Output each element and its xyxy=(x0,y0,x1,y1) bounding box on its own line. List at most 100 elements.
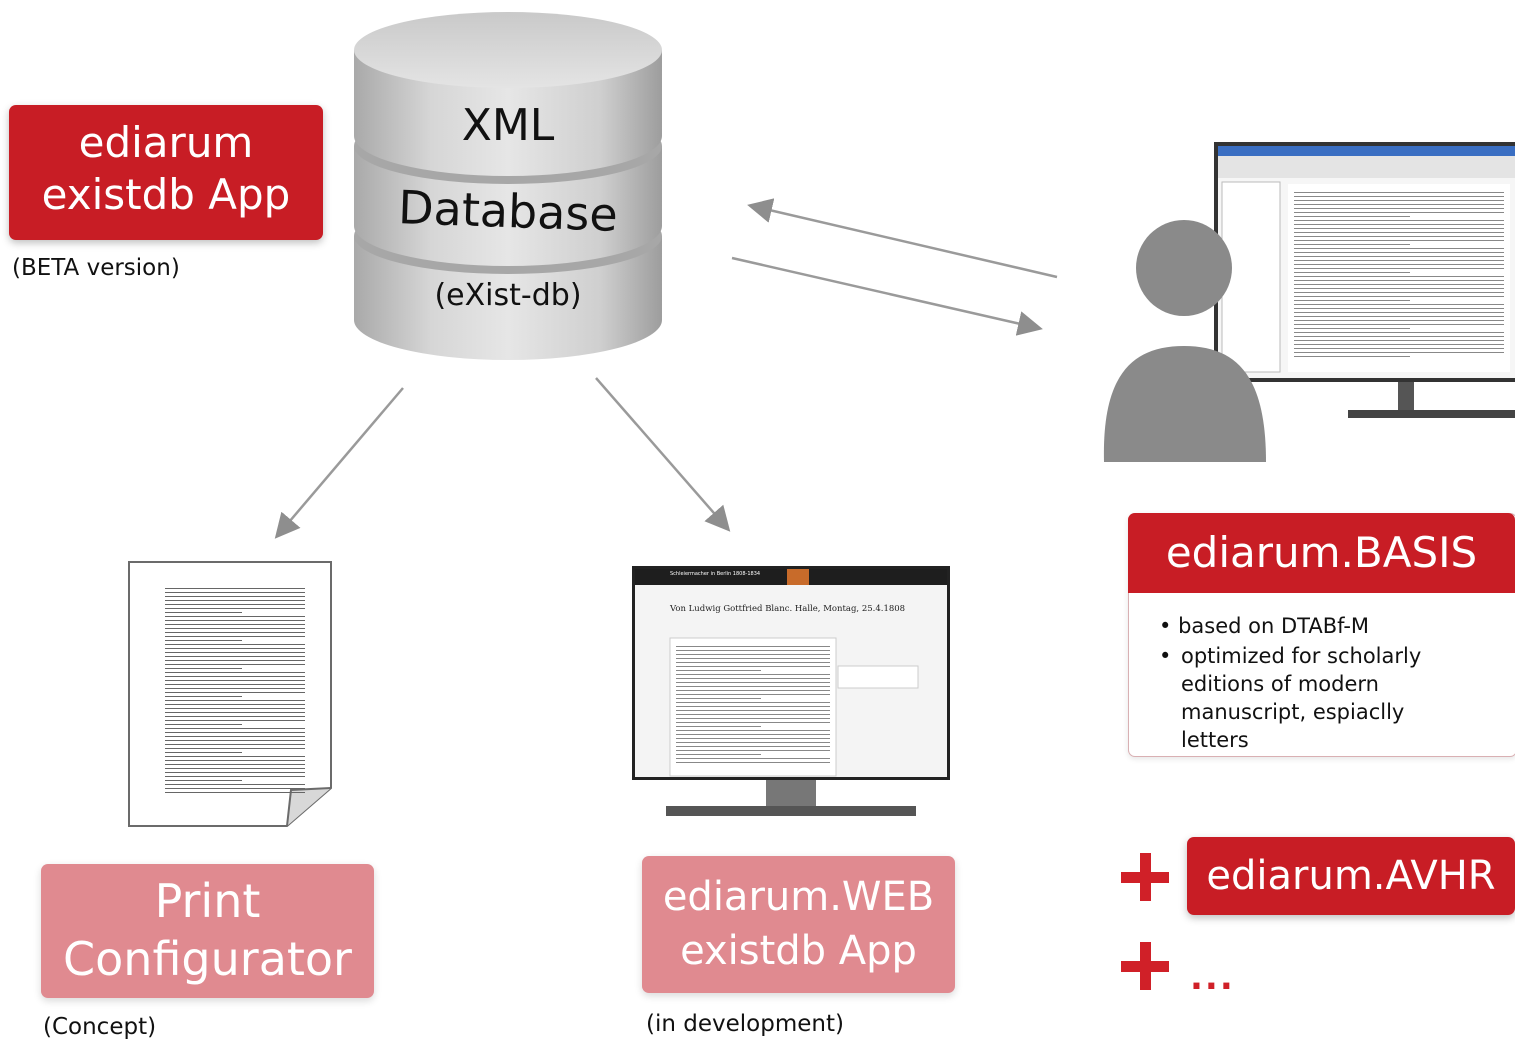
text-line xyxy=(165,772,305,773)
web-site-title: Schleiermacher in Berlin 1808-1834 xyxy=(670,571,761,577)
database-label-xml: XML xyxy=(461,100,555,151)
text-line xyxy=(1294,248,1504,249)
text-line xyxy=(1294,324,1504,325)
text-line xyxy=(676,654,830,655)
web-letter-heading: Von Ludwig Gottfried Blanc. Halle, Monta… xyxy=(670,604,906,614)
text-line xyxy=(1294,192,1504,193)
text-line xyxy=(676,710,830,711)
text-line xyxy=(165,780,242,781)
text-line xyxy=(676,666,830,667)
text-line xyxy=(1294,212,1504,213)
text-line xyxy=(165,668,242,669)
basis-panel: ediarum.BASIS • based on DTABf-M • optim… xyxy=(1128,513,1515,757)
more-extensions: ... xyxy=(1190,958,1235,998)
text-line xyxy=(676,686,830,687)
text-line xyxy=(165,660,305,661)
text-line xyxy=(1294,288,1504,289)
text-line xyxy=(1294,336,1504,337)
avhr-title: ediarum.AVHR xyxy=(1206,853,1496,899)
text-line xyxy=(1294,204,1504,205)
text-line xyxy=(1294,320,1504,321)
text-line xyxy=(1294,224,1504,225)
text-line xyxy=(165,680,305,681)
basis-title-bar: ediarum.BASIS xyxy=(1128,513,1515,593)
text-line xyxy=(165,644,305,645)
existdb-app-box: ediarum existdb App xyxy=(9,105,323,240)
text-line xyxy=(1294,228,1504,229)
text-line xyxy=(1294,264,1504,265)
text-line xyxy=(165,748,305,749)
text-line xyxy=(676,650,830,651)
text-line xyxy=(165,792,305,793)
text-line xyxy=(1294,340,1504,341)
text-line xyxy=(165,784,305,785)
document-text-lines xyxy=(165,588,305,798)
text-line xyxy=(165,740,305,741)
print-title-line1: Print xyxy=(154,874,261,928)
editor-workstation xyxy=(1098,140,1515,462)
print-document-icon xyxy=(125,558,337,830)
text-line xyxy=(165,588,305,589)
database-icon xyxy=(354,12,662,360)
basis-bullet-2: • optimized for scholarly editions of mo… xyxy=(1159,644,1422,752)
text-line xyxy=(165,600,305,601)
text-line xyxy=(165,616,305,617)
text-line xyxy=(165,592,305,593)
text-line xyxy=(676,746,830,747)
text-line xyxy=(1294,208,1504,209)
text-line xyxy=(165,696,242,697)
text-line xyxy=(1294,280,1504,281)
text-line xyxy=(165,704,305,705)
text-line xyxy=(165,692,305,693)
text-line xyxy=(165,612,242,613)
text-line xyxy=(676,678,830,679)
text-line xyxy=(1294,284,1504,285)
text-line xyxy=(1294,344,1504,345)
text-line xyxy=(1294,244,1410,245)
text-line xyxy=(165,596,305,597)
text-line xyxy=(165,624,305,625)
text-line xyxy=(165,732,305,733)
text-line xyxy=(1294,312,1504,313)
text-line xyxy=(165,776,305,777)
web-monitor-icon: Schleiermacher in Berlin 1808-1834 Von L… xyxy=(632,566,950,818)
text-line xyxy=(165,728,305,729)
concept-note: (Concept) xyxy=(43,1014,157,1040)
text-line xyxy=(165,608,305,609)
database-label-existdb: (eXist-db) xyxy=(434,278,582,313)
text-line xyxy=(165,716,305,717)
text-line xyxy=(676,658,830,659)
text-line xyxy=(676,726,761,727)
text-line xyxy=(165,764,305,765)
text-line xyxy=(165,648,305,649)
avhr-box: ediarum.AVHR xyxy=(1187,837,1515,915)
text-line xyxy=(676,718,830,719)
text-line xyxy=(165,632,305,633)
web-app-box: ediarum.WEB existdb App xyxy=(642,856,955,993)
text-line xyxy=(676,670,761,671)
print-configurator-box: Print Configurator xyxy=(41,864,374,998)
text-line xyxy=(676,742,830,743)
xml-database-cylinder: XML Database (eXist-db) xyxy=(352,8,664,370)
text-line xyxy=(1294,256,1504,257)
text-line xyxy=(1294,200,1504,201)
text-line xyxy=(676,722,830,723)
web-title-line1: ediarum.WEB xyxy=(662,874,935,920)
arrow-db-to-print xyxy=(274,387,404,539)
arrow-db-to-web xyxy=(595,377,731,532)
text-line xyxy=(676,762,830,763)
text-line xyxy=(1294,232,1504,233)
text-line xyxy=(165,712,305,713)
text-line xyxy=(1294,292,1504,293)
text-line xyxy=(676,738,830,739)
text-line xyxy=(1294,332,1504,333)
text-line xyxy=(165,700,305,701)
text-line xyxy=(165,708,305,709)
text-line xyxy=(676,750,830,751)
arrow-user-to-db xyxy=(747,198,1058,279)
basis-bullet-1: • based on DTABf-M xyxy=(1159,614,1370,638)
text-line xyxy=(676,674,830,675)
text-line xyxy=(1294,328,1410,329)
text-line xyxy=(165,664,305,665)
text-line xyxy=(1294,272,1410,273)
